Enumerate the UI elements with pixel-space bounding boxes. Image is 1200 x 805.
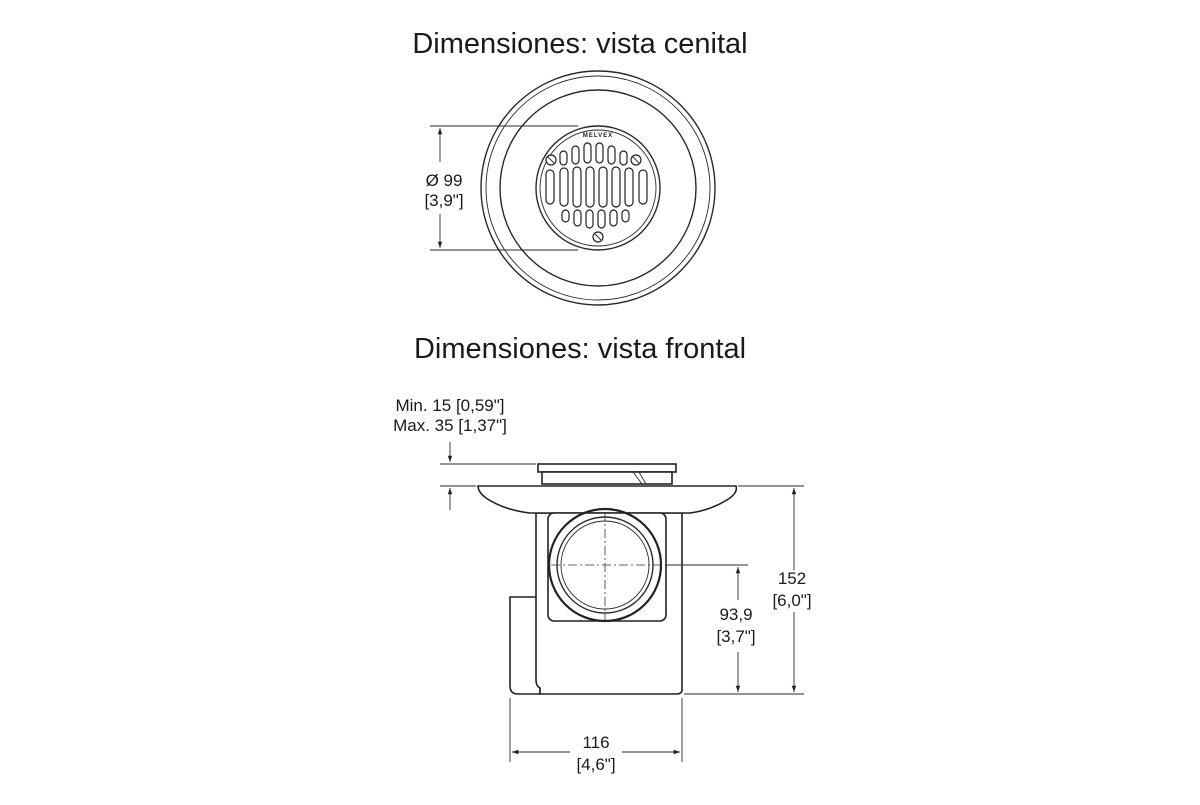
diameter-metric-label: Ø 99 xyxy=(426,171,463,190)
front-view-drawing xyxy=(477,463,738,695)
grate-extension xyxy=(541,471,673,485)
front-view-title: Dimensiones: vista frontal xyxy=(414,333,746,365)
total-height-imperial-label: [6,0"] xyxy=(772,591,811,610)
body-ring xyxy=(499,89,697,287)
diameter-dimension: Ø 99 [3,9"] xyxy=(424,125,578,251)
diameter-imperial-label: [3,9"] xyxy=(424,191,463,210)
outlet-height-dimension: 93,9 [3,7"] xyxy=(665,564,756,692)
top-view-drawing: MELVEX xyxy=(480,70,716,306)
grate-slots xyxy=(545,142,648,229)
outlet-height-imperial-label: [3,7"] xyxy=(716,627,755,646)
flange-max-label: Max. 35 [1,37"] xyxy=(393,416,507,435)
screw-icon xyxy=(630,154,642,166)
grate-inner-ring xyxy=(539,129,657,247)
width-imperial-label: [4,6"] xyxy=(576,755,615,774)
total-height-dimension: 152 [6,0"] xyxy=(684,485,812,695)
outer-flange-outer-ring xyxy=(480,70,716,306)
top-view-title: Dimensiones: vista cenital xyxy=(412,28,747,60)
brand-mark: MELVEX xyxy=(583,133,613,139)
screw-icon xyxy=(545,154,557,166)
outlet-height-metric-label: 93,9 xyxy=(719,605,752,624)
screw-icon xyxy=(592,231,604,243)
flange-min-label: Min. 15 [0,59"] xyxy=(395,396,504,415)
grate-top xyxy=(537,463,677,473)
floor-flange xyxy=(477,485,738,514)
width-dimension: 116 [4,6"] xyxy=(509,698,683,774)
width-metric-label: 116 xyxy=(582,733,609,752)
outer-flange-inner-ring xyxy=(485,75,711,301)
grate-outer-ring xyxy=(535,125,661,251)
flange-range-dimension: Min. 15 [0,59"] Max. 35 [1,37"] xyxy=(393,396,536,510)
total-height-metric-label: 152 xyxy=(778,569,806,588)
